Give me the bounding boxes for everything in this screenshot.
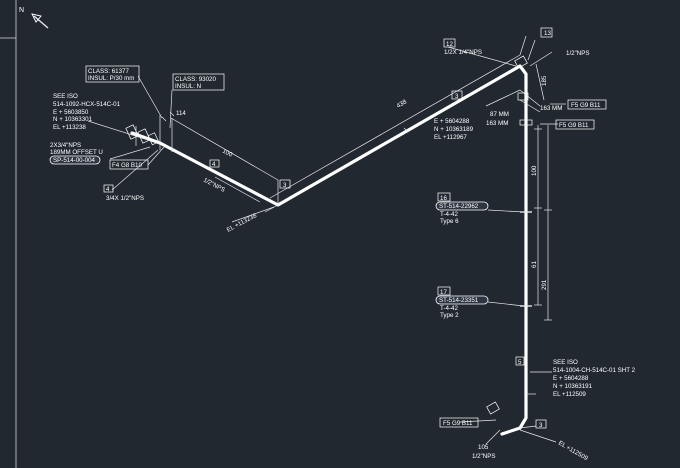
iso-ref-riser-4: EL +112509 — [553, 391, 586, 398]
dim-185: 185 — [541, 75, 548, 86]
item-3-bottom: 3 — [539, 422, 543, 429]
coord-diag-0: E + 5604288 — [434, 118, 470, 125]
coord-diag-2: EL +112967 — [434, 134, 467, 141]
item-4-box-west — [209, 159, 220, 168]
support-2-tag-pill — [435, 295, 489, 305]
dim-100-riser: 100 — [531, 165, 538, 176]
item-5: 5 — [518, 359, 522, 366]
insul-label-2: INSUL: N — [175, 83, 201, 90]
pipe-route — [158, 64, 528, 430]
pipe-support-symbols — [486, 55, 533, 415]
iso-ref-riser-3: N + 10363191 — [553, 383, 593, 390]
item-13: 13 — [544, 30, 551, 37]
dim-291: 291 — [541, 279, 548, 290]
dim-114: 114 — [176, 110, 186, 117]
item-4-box-lower — [103, 184, 114, 193]
size-right: 1/2"NPS — [566, 50, 590, 57]
flange-tag-mid-box — [555, 119, 595, 130]
item-4-lower: 4 — [106, 186, 110, 193]
item-3-box-elbow — [279, 179, 291, 189]
flange-tag-top: F5 G9 B11 — [571, 102, 601, 109]
support-2-tag: ST-514-23351 — [439, 297, 479, 304]
support-1-line-1: T-4-42 — [440, 211, 458, 218]
flange-tag-bottom: F5 G9 B11 — [443, 420, 473, 427]
size-top: 1/2X 1/4"NPS — [444, 49, 482, 56]
support-1-item: 16 — [440, 195, 447, 202]
item-3-box-diag — [451, 90, 463, 100]
flange-tag-mid: F5 G9 B11 — [559, 122, 589, 129]
pipe-stub-bottom — [500, 426, 522, 436]
dimension-ticks — [161, 111, 552, 321]
coord-diag-1: N + 10363189 — [434, 126, 474, 133]
iso-ref-west-0: SEE ISO — [53, 93, 78, 100]
item-13-box — [540, 27, 553, 38]
item-12: 12 — [446, 41, 453, 48]
item-3-diag: 3 — [455, 93, 459, 100]
support-1-line-2: Type 6 — [440, 218, 459, 225]
insul-label-1: INSUL: P/30 mm — [88, 75, 134, 82]
flange-tag-bottom-box — [439, 417, 479, 428]
support-2-line-2: Type 2 — [440, 312, 459, 319]
support-2-item-box — [437, 286, 451, 296]
class-label-1: CLASS: 61377 — [88, 68, 129, 75]
class-box-2 — [172, 73, 225, 91]
iso-ref-west-1: 514-1092-HCX-514C-01 — [53, 101, 121, 108]
north-arrow-icon — [31, 13, 49, 29]
pipe-branch-west — [130, 131, 162, 145]
branch-tag: SP-514-00-004 — [53, 157, 96, 164]
item-5-box — [515, 356, 525, 366]
flange-tag-top-box — [567, 99, 607, 110]
support-1-item-box — [437, 192, 451, 202]
size-half-west: 1/2"NPS — [202, 177, 226, 194]
size-reducer: 3/4X 1/2"NPS — [106, 195, 144, 202]
item-4-west: 4 — [212, 161, 216, 168]
elbow-el-bottom: EL +112509 — [557, 440, 589, 463]
item-3-box-bottom — [535, 419, 547, 429]
mm-87: 87 MM — [490, 111, 509, 118]
iso-ref-riser-1: 514-1004-CH-514C-01 SHT 2 — [553, 367, 636, 374]
branch-tag-pill — [49, 155, 101, 165]
support-1-tag-pill — [435, 201, 489, 211]
elbow-el-west: EL +113238 — [226, 212, 259, 234]
dim-61: 61 — [531, 261, 538, 268]
size-bottom: 1/2"NPS — [472, 453, 496, 460]
branch-note-1: 189MM OFFSET U — [50, 149, 103, 156]
flange-tag-west-box — [109, 159, 149, 170]
mm-163-a: 163 MM — [486, 120, 508, 127]
support-1-tag: ST-514-22962 — [439, 203, 479, 210]
item-3-elbow: 3 — [283, 182, 287, 189]
iso-ref-west-4: EL +113238 — [53, 124, 86, 131]
dim-100-west: 100 — [221, 148, 234, 159]
leader-lines — [87, 35, 566, 445]
class-label-2: CLASS: 93020 — [175, 76, 216, 83]
dim-438: 438 — [396, 98, 409, 110]
mm-163-b: 163 MM — [540, 105, 562, 112]
iso-ref-riser-0: SEE ISO — [553, 359, 578, 366]
iso-ref-riser-2: E + 5604288 — [553, 375, 589, 382]
iso-ref-west-2: E + 5603850 — [53, 109, 89, 116]
class-box-1 — [85, 65, 140, 83]
item-12-box — [443, 38, 456, 48]
support-2-line-1: T-4-42 — [440, 305, 458, 312]
support-2-item: 17 — [440, 289, 447, 296]
flange-tag-west: F4 G8 B10 — [112, 162, 142, 169]
branch-note-0: 2X3/4"NPS — [50, 142, 81, 149]
dim-105: 105 — [478, 444, 489, 451]
north-label: N — [19, 7, 24, 14]
iso-ref-west-3: N + 10363301 — [53, 116, 93, 123]
